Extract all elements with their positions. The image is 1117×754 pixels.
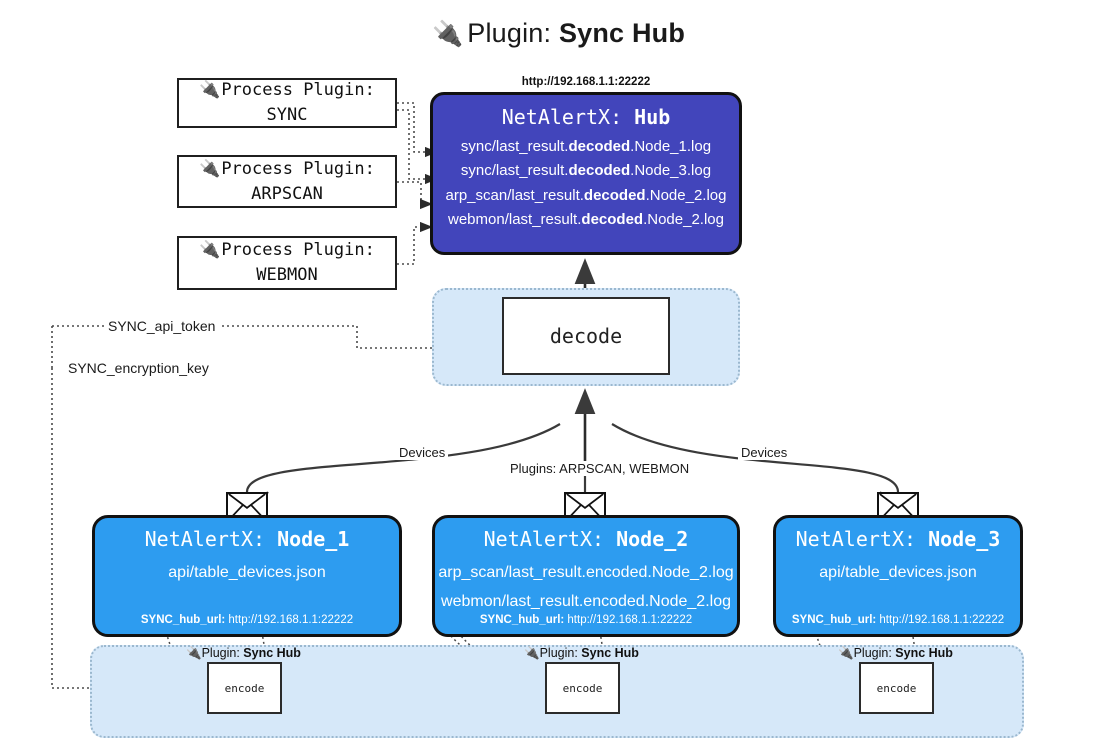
- sync-encryption-key-label: SYNC_encryption_key: [64, 360, 213, 376]
- edge-label-plugins: Plugins: ARPSCAN, WEBMON: [507, 461, 693, 476]
- node-box-node-3[interactable]: NetAlertX: Node_3 api/table_devices.json…: [773, 515, 1023, 637]
- node-2-hub-url: SYNC_hub_url: http://192.168.1.1:22222: [479, 614, 693, 626]
- node-2-line-1: arp_scan/last_result.encoded.Node_2.log: [438, 564, 734, 581]
- process-plugin-arpscan-line2: ARPSCAN: [251, 183, 323, 204]
- encode-box-3[interactable]: encode: [859, 662, 934, 714]
- node-3-hub-url: SYNC_hub_url: http://192.168.1.1:22222: [791, 614, 1005, 626]
- plug-icon: 🔌: [524, 645, 540, 660]
- plug-icon: 🔌: [199, 240, 221, 261]
- edge-label-devices-left: Devices: [396, 445, 449, 460]
- process-plugin-box-sync[interactable]: 🔌Process Plugin: SYNC: [177, 78, 397, 128]
- hub-header: NetAlertX: Hub: [501, 105, 671, 129]
- encode-box-1[interactable]: encode: [207, 662, 282, 714]
- encoder-1-plugin-label: 🔌Plugin: Sync Hub: [186, 645, 301, 660]
- node-box-node-1[interactable]: NetAlertX: Node_1 api/table_devices.json…: [92, 515, 402, 637]
- process-plugin-sync-line1: 🔌Process Plugin:: [199, 80, 375, 101]
- encode-box-2[interactable]: encode: [545, 662, 620, 714]
- process-plugin-box-webmon[interactable]: 🔌Process Plugin: WEBMON: [177, 236, 397, 290]
- plug-icon: 🔌: [838, 645, 854, 660]
- hub-log-line-4: webmon/last_result.decoded.Node_2.log: [448, 210, 724, 228]
- process-plugin-webmon-line1: 🔌Process Plugin:: [199, 240, 375, 261]
- process-plugin-arpscan-line1: 🔌Process Plugin:: [199, 158, 375, 179]
- edge-label-devices-right: Devices: [738, 445, 791, 460]
- node-3-line-1: api/table_devices.json: [819, 564, 977, 581]
- process-plugin-webmon-line2: WEBMON: [256, 265, 318, 285]
- hub-log-line-2: sync/last_result.decoded.Node_3.log: [460, 162, 712, 180]
- plug-icon: 🔌: [199, 158, 221, 179]
- process-plugin-box-arpscan[interactable]: 🔌Process Plugin: ARPSCAN: [177, 155, 397, 208]
- page-title: 🔌Plugin: Sync Hub: [0, 18, 1117, 49]
- plug-icon: 🔌: [431, 20, 464, 48]
- process-plugin-sync-line2: SYNC: [266, 105, 308, 125]
- decode-box[interactable]: decode: [502, 297, 670, 375]
- title-lead: Plugin:: [467, 18, 559, 48]
- encoder-2-plugin-label: 🔌Plugin: Sync Hub: [524, 645, 639, 660]
- node-2-line-2: webmon/last_result.encoded.Node_2.log: [441, 592, 731, 610]
- node-1-header: NetAlertX: Node_1: [144, 527, 350, 551]
- node-1-line-1: api/table_devices.json: [168, 564, 326, 581]
- encoder-3-plugin-label: 🔌Plugin: Sync Hub: [838, 645, 953, 660]
- sync-api-token-label: SYNC_api_token: [104, 318, 220, 334]
- title-strong: Sync Hub: [558, 18, 686, 48]
- plug-icon: 🔌: [186, 645, 202, 660]
- hub-log-line-1: sync/last_result.decoded.Node_1.log: [460, 138, 712, 155]
- node-1-hub-url: SYNC_hub_url: http://192.168.1.1:22222: [140, 614, 354, 626]
- plug-icon: 🔌: [199, 80, 221, 101]
- hub-url-caption: http://192.168.1.1:22222: [521, 76, 651, 88]
- hub-node[interactable]: NetAlertX: Hub sync/last_result.decoded.…: [430, 92, 742, 255]
- node-box-node-2[interactable]: NetAlertX: Node_2 arp_scan/last_result.e…: [432, 515, 740, 637]
- node-3-header: NetAlertX: Node_3: [795, 527, 1001, 551]
- node-2-header: NetAlertX: Node_2: [483, 527, 689, 551]
- hub-log-line-3: arp_scan/last_result.decoded.Node_2.log: [445, 186, 727, 204]
